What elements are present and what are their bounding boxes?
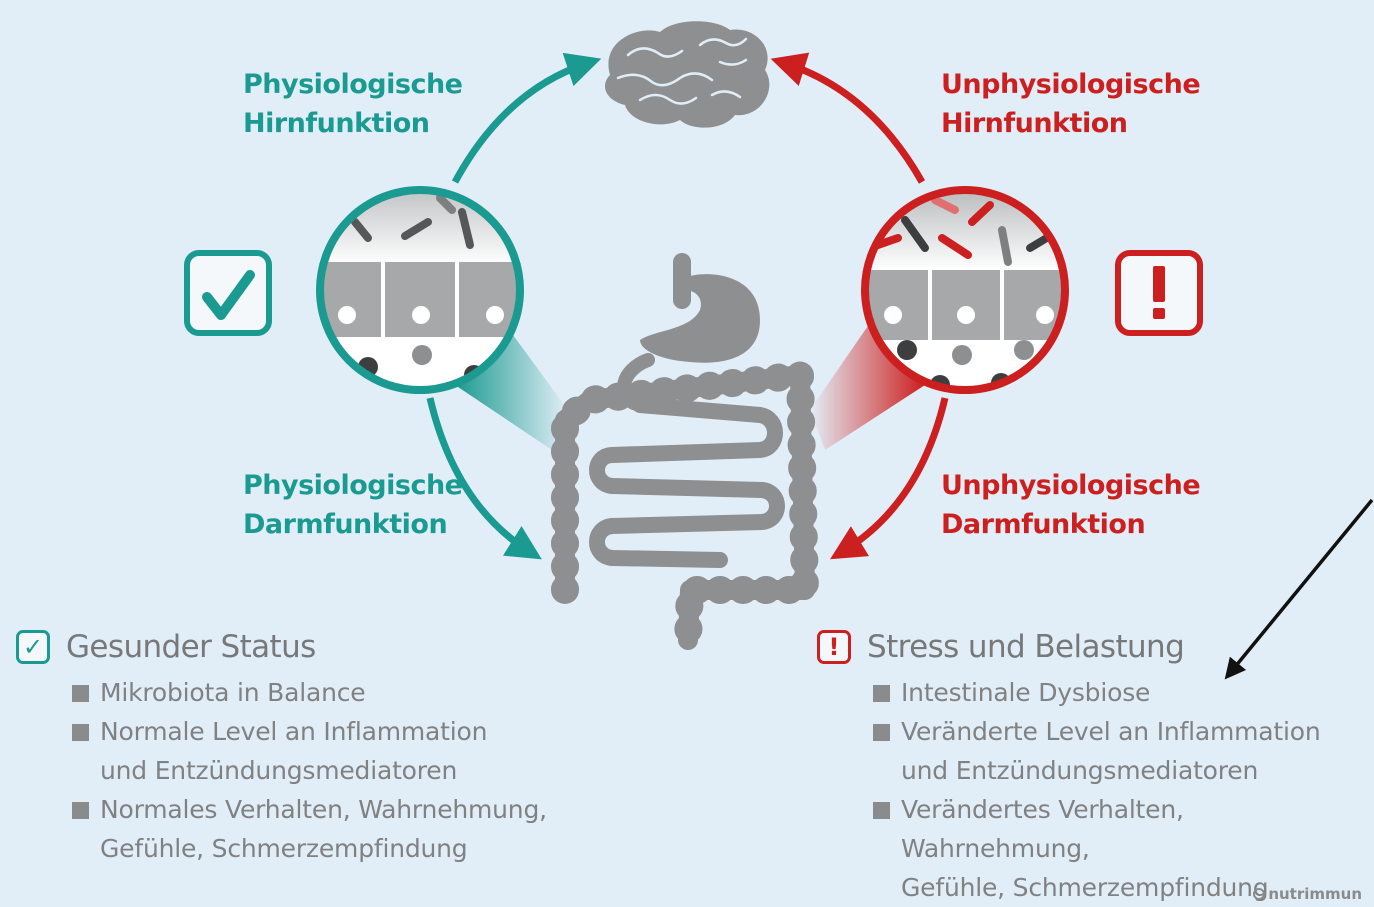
list-item-text: und Entzündungsmediatoren: [901, 756, 1259, 785]
stress-status-title: Stress und Belastung: [867, 629, 1185, 665]
list-item-text: Normales Verhalten, Wahrnehmung,: [100, 795, 547, 824]
list-item-text: Normale Level an Inflammation: [100, 717, 488, 746]
healthy-bacteria-icon: [351, 194, 474, 249]
label-unphysiological-brain: Unphysiologische Hirnfunktion: [941, 65, 1201, 143]
list-item: Verändertes Verhalten, Wahrnehmung, Gefüh…: [873, 790, 1374, 907]
healthy-status-panel: ✓ Gesunder Status Mikrobiota in Balance …: [16, 625, 547, 868]
arrow-to-gut-stress: [830, 397, 949, 560]
label-physiological-gut: Physiologische Darmfunktion: [243, 466, 463, 544]
arrow-gut-to-brain-stress: [770, 52, 926, 184]
exclamation-icon: !: [817, 630, 851, 664]
list-item-text: Verändertes Verhalten, Wahrnehmung,: [901, 795, 1184, 863]
label-line: Darmfunktion: [243, 509, 448, 540]
healthy-arrows: [426, 52, 602, 560]
brain-icon: [605, 21, 770, 128]
check-icon: ✓: [16, 630, 50, 664]
pointer-arrow: [1224, 498, 1374, 680]
list-item: Mikrobiota in Balance: [72, 673, 547, 712]
label-line: Unphysiologische: [941, 69, 1201, 100]
brand-name: nutrimmun: [1268, 885, 1362, 903]
list-item-text: Gefühle, Schmerzempfindung: [100, 834, 468, 863]
exclamation-badge-icon: [1115, 250, 1203, 336]
list-item: Normales Verhalten, Wahrnehmung, Gefühle,…: [72, 790, 547, 868]
list-item: Intestinale Dysbiose: [873, 673, 1374, 712]
label-line: Physiologische: [243, 470, 463, 501]
arrow-gut-to-brain-healthy: [451, 52, 602, 184]
check-badge-icon: [184, 250, 272, 336]
dysbiosis-bacteria-icon: [874, 196, 1054, 266]
list-item-text: und Entzündungsmediatoren: [100, 756, 458, 785]
stress-status-heading: ! Stress und Belastung: [817, 625, 1374, 669]
label-line: Hirnfunktion: [941, 108, 1128, 139]
label-physiological-brain: Physiologische Hirnfunktion: [243, 65, 463, 143]
healthy-status-title: Gesunder Status: [66, 629, 316, 665]
list-item: Veränderte Level an Inflammation und Entz…: [873, 712, 1374, 790]
stress-arrows: [770, 52, 949, 560]
digestive-tract-icon: [551, 253, 819, 654]
stress-status-list: Intestinale Dysbiose Veränderte Level an…: [817, 673, 1374, 907]
list-item-text: Mikrobiota in Balance: [100, 678, 366, 707]
arrow-to-gut-healthy: [426, 397, 542, 560]
healthy-status-list: Mikrobiota in Balance Normale Level an I…: [16, 673, 547, 868]
label-unphysiological-gut: Unphysiologische Darmfunktion: [941, 466, 1201, 544]
brand-mark-icon: [1253, 888, 1266, 900]
label-line: Hirnfunktion: [243, 108, 430, 139]
healthy-status-heading: ✓ Gesunder Status: [16, 625, 547, 669]
list-item: Normale Level an Inflammation und Entzünd…: [72, 712, 547, 790]
label-line: Unphysiologische: [941, 470, 1201, 501]
label-line: Physiologische: [243, 69, 463, 100]
list-item-text: Intestinale Dysbiose: [901, 678, 1151, 707]
brand-logo: nutrimmun: [1253, 885, 1362, 903]
list-item-text: Veränderte Level an Inflammation: [901, 717, 1321, 746]
label-line: Darmfunktion: [941, 509, 1146, 540]
stress-status-panel: ! Stress und Belastung Intestinale Dysbi…: [817, 625, 1374, 907]
list-item-text: Gefühle, Schmerzempfindung: [901, 873, 1269, 902]
